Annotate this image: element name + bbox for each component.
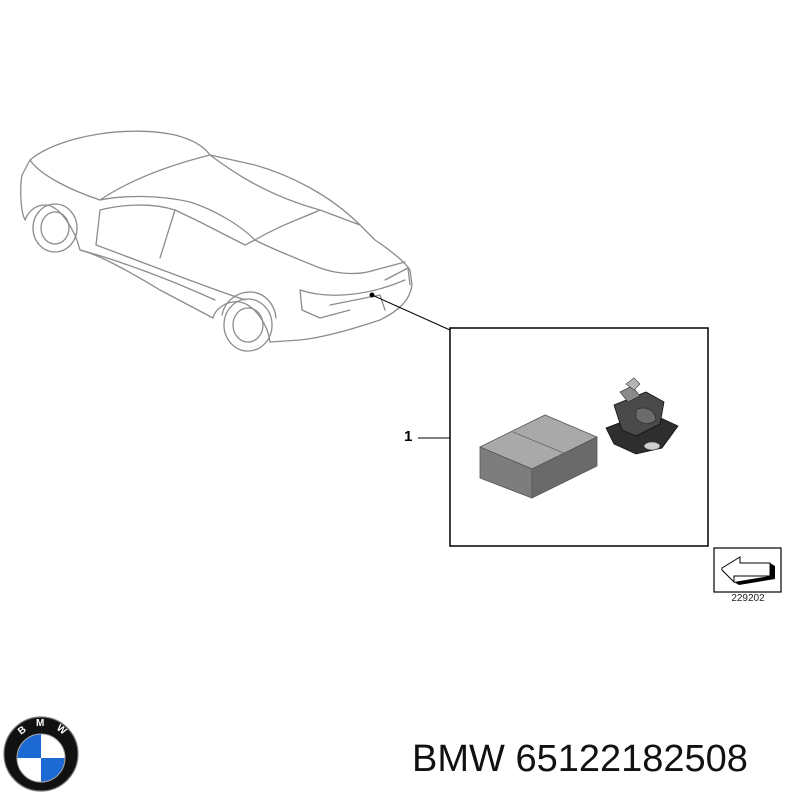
rear-camera (605, 377, 679, 455)
car-illustration (20, 130, 413, 352)
box-package (479, 414, 598, 499)
diagram-symbol (713, 547, 782, 593)
svg-text:M: M (36, 718, 44, 729)
detail-frame (449, 327, 709, 547)
bmw-logo: B M W (3, 716, 79, 792)
part-caption: BMW 65122182508 (412, 738, 748, 781)
leader-line (371, 294, 451, 331)
diagram-number: 229202 (731, 593, 765, 604)
part-number: 65122182508 (515, 738, 748, 780)
brand-label: BMW (412, 738, 505, 780)
callout-number: 1 (404, 428, 413, 445)
